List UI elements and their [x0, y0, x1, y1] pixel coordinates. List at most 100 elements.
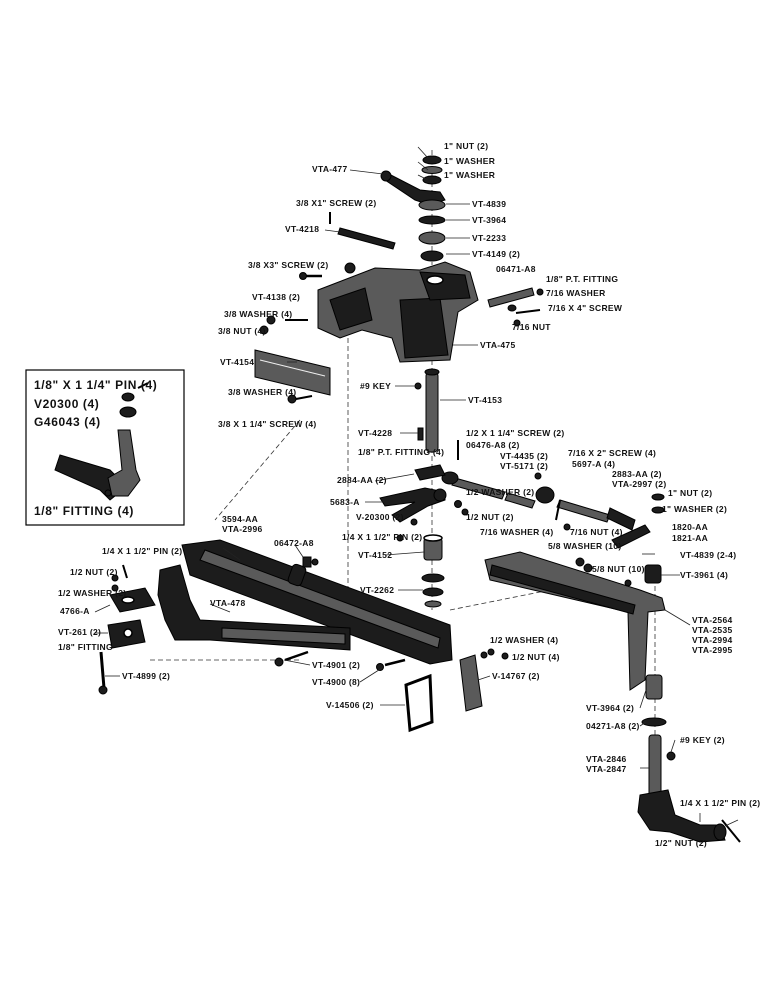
label-pin-left: 1/4 X 1 1/2" PIN (2)	[102, 546, 182, 556]
vta-475-bracket-casting	[317, 261, 479, 363]
label-v-20300-mid: V-20300 (2)	[356, 512, 404, 522]
label-v-14506: V-14506 (2)	[326, 700, 374, 710]
5683-a-steering-arm	[379, 487, 447, 542]
label-washer-1in-a: 1" WASHER	[444, 156, 495, 166]
label-vta-2996: VTA-2996	[222, 524, 263, 534]
label-vt-4152: VT-4152	[358, 550, 392, 560]
label-nut-7-16: 7/16 NUT	[512, 322, 551, 332]
label-screw-3-8x1: 3/8 X1" SCREW (2)	[296, 198, 376, 208]
label-washer-5-8-10: 5/8 WASHER (10)	[548, 541, 621, 551]
vt-4154-plate	[254, 349, 331, 396]
plate-highlight	[259, 359, 326, 377]
label-vt-4153: VT-4153	[468, 395, 502, 405]
label-washer-7-16-4: 7/16 WASHER (4)	[480, 527, 553, 537]
label-washer-4-bottom: 1/2 WASHER (4)	[490, 635, 558, 645]
assembly-center-lines	[150, 150, 656, 820]
label-vta-477: VTA-477	[312, 164, 347, 174]
inset-label-g46043: G46043 (4)	[34, 415, 101, 429]
label-screw-7-16x2: 7/16 X 2" SCREW (4)	[568, 448, 656, 458]
label-1820-aa: 1820-AA	[672, 522, 708, 532]
axle-center-beam	[181, 539, 453, 665]
label-vt-4900: VT-4900 (8)	[312, 677, 360, 687]
label-v-14767: V-14767 (2)	[492, 671, 540, 681]
label-06476-a8: 06476-A8 (2)	[466, 440, 520, 450]
label-fitting-left: 1/8" FITTING	[58, 642, 113, 652]
inset-label-v20300: V20300 (4)	[34, 397, 99, 411]
label-vt-4839: VT-4839	[472, 199, 506, 209]
label-vt-4218: VT-4218	[285, 224, 319, 234]
label-vt-3964-top: VT-3964	[472, 215, 506, 225]
tie-rod-end-inset	[25, 369, 185, 526]
label-vt-4899: VT-4899 (2)	[122, 671, 170, 681]
u-bolt-and-plate	[404, 648, 509, 733]
label-vt-2233: VT-2233	[472, 233, 506, 243]
label-5697-a: 5697-A (4)	[572, 459, 615, 469]
label-vta-2997: VTA-2997 (2)	[612, 479, 666, 489]
label-vta-478: VTA-478	[210, 598, 245, 608]
label-pt-fitting-top: 1/8" P.T. FITTING	[546, 274, 618, 284]
label-screw-7-16x4: 7/16 X 4" SCREW	[548, 303, 623, 313]
right-axle-extension	[484, 551, 666, 691]
label-washer-1in-b: 1" WASHER	[444, 170, 495, 180]
vt-4153-king-pin	[287, 368, 440, 453]
label-2883-aa: 2883-AA (2)	[612, 469, 662, 479]
tie-rod-assembly	[414, 440, 665, 549]
label-nut-1in-2: 1" NUT (2)	[668, 488, 712, 498]
label-06472-a8: 06472-A8	[274, 538, 314, 548]
label-vta-2564: VTA-2564	[692, 615, 733, 625]
label-06471-a8: 06471-A8	[496, 264, 536, 274]
label-vt-2262: VT-2262	[360, 585, 394, 595]
label-1821-aa: 1821-AA	[672, 533, 708, 543]
label-washer-1in-2: 1" WASHER (2)	[662, 504, 727, 514]
label-nut-2-right: 1/2" NUT (2)	[655, 838, 707, 848]
label-nut-5-8-10: 5/8 NUT (10)	[592, 564, 645, 574]
label-nut-1-2-2: 1/2 NUT (2)	[466, 512, 514, 522]
label-screw-3-8x3: 3/8 X3" SCREW (2)	[248, 260, 328, 270]
label-vt-4839-2-4: VT-4839 (2-4)	[680, 550, 736, 560]
label-vt-4149: VT-4149 (2)	[472, 249, 520, 259]
label-key-9: #9 KEY	[360, 381, 391, 391]
label-vta-475: VTA-475	[480, 340, 515, 350]
label-nut-2-left: 1/2 NUT (2)	[70, 567, 118, 577]
label-washer-4-left: 3/8 WASHER (4)	[224, 309, 292, 319]
label-4766-a: 4766-A	[60, 606, 90, 616]
vta-478-radius-rod	[157, 564, 351, 651]
bracket-side-fittings	[487, 287, 544, 327]
label-vt-3964-bottom: VT-3964 (2)	[586, 703, 634, 713]
bracket-left-hardware	[259, 315, 308, 335]
label-key-9-2: #9 KEY (2)	[680, 735, 725, 745]
label-vt-4435: VT-4435 (2)	[500, 451, 548, 461]
left-clamp-parts	[98, 564, 156, 695]
label-washer-7-16: 7/16 WASHER	[546, 288, 606, 298]
label-vt-4901: VT-4901 (2)	[312, 660, 360, 670]
label-vta-2535: VTA-2535	[692, 625, 733, 635]
label-pt-fitting-4: 1/8" P.T. FITTING (4)	[358, 447, 444, 457]
label-nut-4-left: 3/8 NUT (4)	[218, 326, 266, 336]
top-parts-stack	[299, 155, 446, 280]
label-screw-3-8x1-1-4: 3/8 X 1 1/4" SCREW (4)	[218, 419, 317, 429]
label-5683-a: 5683-A	[330, 497, 360, 507]
label-vta-2846: VTA-2846	[586, 754, 627, 764]
inset-labels: 1/8" X 1 1/4" PIN (4) V20300 (4) G46043 …	[34, 378, 157, 518]
label-washer-4-mid: 3/8 WASHER (4)	[228, 387, 296, 397]
axle-bolts	[274, 650, 406, 671]
inset-label-fitting: 1/8" FITTING (4)	[34, 504, 134, 518]
label-vta-2994: VTA-2994	[692, 635, 733, 645]
label-vt-4138: VT-4138 (2)	[252, 292, 300, 302]
label-pin-mid: 1/4 X 1 1/2" PIN (2)	[342, 532, 422, 542]
label-nut-4-bottom: 1/2 NUT (4)	[512, 652, 560, 662]
label-nut-7-16-4: 7/16 NUT (4)	[570, 527, 623, 537]
label-vta-2995: VTA-2995	[692, 645, 733, 655]
label-vt-5171: VT-5171 (2)	[500, 461, 548, 471]
label-washer-1-2-2: 1/2 WASHER (2)	[466, 487, 534, 497]
label-04271-a8: 04271-A8 (2)	[586, 721, 640, 731]
label-vt-4228: VT-4228	[358, 428, 392, 438]
label-washer-2-left: 1/2 WASHER (2)	[58, 588, 126, 598]
label-3594-aa: 3594-AA	[222, 514, 258, 524]
leader-lines	[94, 146, 739, 827]
label-pin-right: 1/4 X 1 1/2" PIN (2)	[680, 798, 760, 808]
label-nut-1in: 1" NUT (2)	[444, 141, 488, 151]
label-vt-4154: VT-4154	[220, 357, 254, 367]
label-vt-3961: VT-3961 (4)	[680, 570, 728, 580]
